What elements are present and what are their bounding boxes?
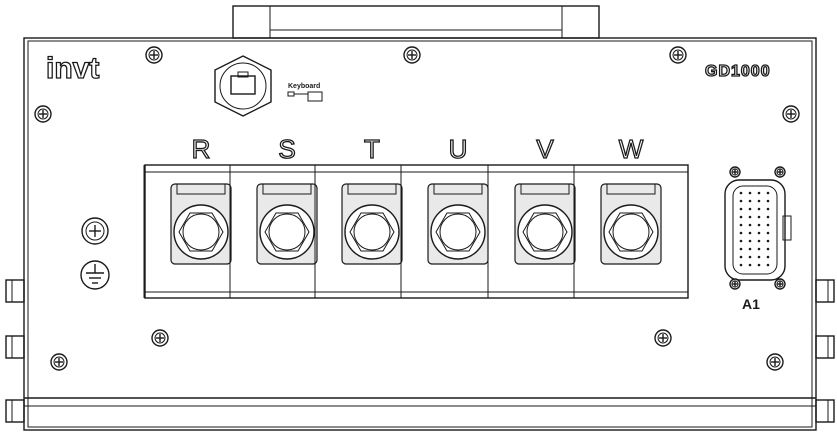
connector-pin <box>739 215 743 219</box>
connector-pin <box>766 239 770 243</box>
terminal-r <box>143 165 232 298</box>
connector-pin <box>748 247 752 251</box>
connector-pin <box>766 191 770 195</box>
ground-screw-icon <box>81 217 109 245</box>
terminal-v <box>487 165 576 298</box>
screw-icon <box>34 105 52 123</box>
terminal-ring <box>603 204 659 260</box>
connector-pin <box>748 207 752 211</box>
screw-icon <box>729 278 741 290</box>
terminal-s <box>229 165 318 298</box>
connector-pin <box>748 223 752 227</box>
screw-icon <box>729 166 741 178</box>
terminal-w <box>573 165 662 298</box>
keyboard-port <box>214 55 272 117</box>
terminal-label-u: U <box>449 134 468 164</box>
side-tabs-left <box>5 279 25 423</box>
screws-group <box>34 46 800 371</box>
connector-pin <box>748 231 752 235</box>
connector-pin <box>757 255 761 259</box>
earth-ground-icon <box>80 260 110 290</box>
connector-pin <box>766 215 770 219</box>
connector-pin <box>766 247 770 251</box>
connector-pin <box>739 223 743 227</box>
terminal-ring <box>344 204 400 260</box>
screw-icon <box>669 46 687 64</box>
connector-pin <box>757 247 761 251</box>
terminal-labels: R S T U V W <box>191 133 644 164</box>
screw-icon <box>774 166 786 178</box>
connector-pin <box>748 215 752 219</box>
connector-pin <box>748 263 752 267</box>
terminal-t <box>314 165 403 298</box>
terminals-group <box>143 165 662 298</box>
connector-pin <box>739 263 743 267</box>
model-label: GD1000 <box>705 63 771 80</box>
connector-pin <box>757 215 761 219</box>
connector-pin <box>757 239 761 243</box>
screw-icon <box>403 46 421 64</box>
side-tabs-right <box>815 279 835 423</box>
connector-label: A1 <box>742 296 760 312</box>
connector-pin <box>757 199 761 203</box>
connector-pin <box>757 191 761 195</box>
connector-pin <box>766 223 770 227</box>
control-connector <box>724 179 792 281</box>
connector-pin <box>748 199 752 203</box>
keyboard-label: Keyboard <box>288 83 320 90</box>
top-bracket <box>232 5 600 39</box>
connector-pin <box>748 191 752 195</box>
terminal-label-r: R <box>192 134 211 164</box>
connector-pin <box>739 247 743 251</box>
terminal-ring <box>259 204 315 260</box>
connector-pin <box>739 207 743 211</box>
connector-pin <box>766 255 770 259</box>
connector-pin <box>766 231 770 235</box>
screw-icon <box>774 278 786 290</box>
terminal-label-v: V <box>536 134 554 164</box>
connector-pin <box>766 207 770 211</box>
connector-pin <box>757 263 761 267</box>
keyboard-connector-icon <box>287 91 323 102</box>
connector-pin <box>748 255 752 259</box>
connector-pin <box>757 223 761 227</box>
connector-pin <box>748 239 752 243</box>
terminal-u <box>400 165 489 298</box>
screw-icon <box>145 46 163 64</box>
connector-pin <box>739 191 743 195</box>
screw-icon <box>766 353 784 371</box>
connector-pin <box>739 239 743 243</box>
terminal-ring <box>173 204 229 260</box>
brand-logo: invt <box>46 52 99 85</box>
screw-icon <box>50 353 68 371</box>
connector-pins <box>739 191 770 267</box>
connector-pin <box>757 207 761 211</box>
screw-icon <box>782 105 800 123</box>
connector-pin <box>757 231 761 235</box>
housing <box>23 37 817 431</box>
terminal-label-w: W <box>619 134 644 164</box>
connector-pin <box>766 263 770 267</box>
screw-icon <box>151 329 169 347</box>
terminal-label-t: T <box>364 134 380 164</box>
terminal-block <box>144 164 689 299</box>
connector-pin <box>739 255 743 259</box>
connector-pin <box>739 199 743 203</box>
connector-pin <box>739 231 743 235</box>
terminal-ring <box>517 204 573 260</box>
screw-icon <box>654 329 672 347</box>
terminal-ring <box>430 204 486 260</box>
connector-pin <box>766 199 770 203</box>
terminal-label-s: S <box>278 134 295 164</box>
